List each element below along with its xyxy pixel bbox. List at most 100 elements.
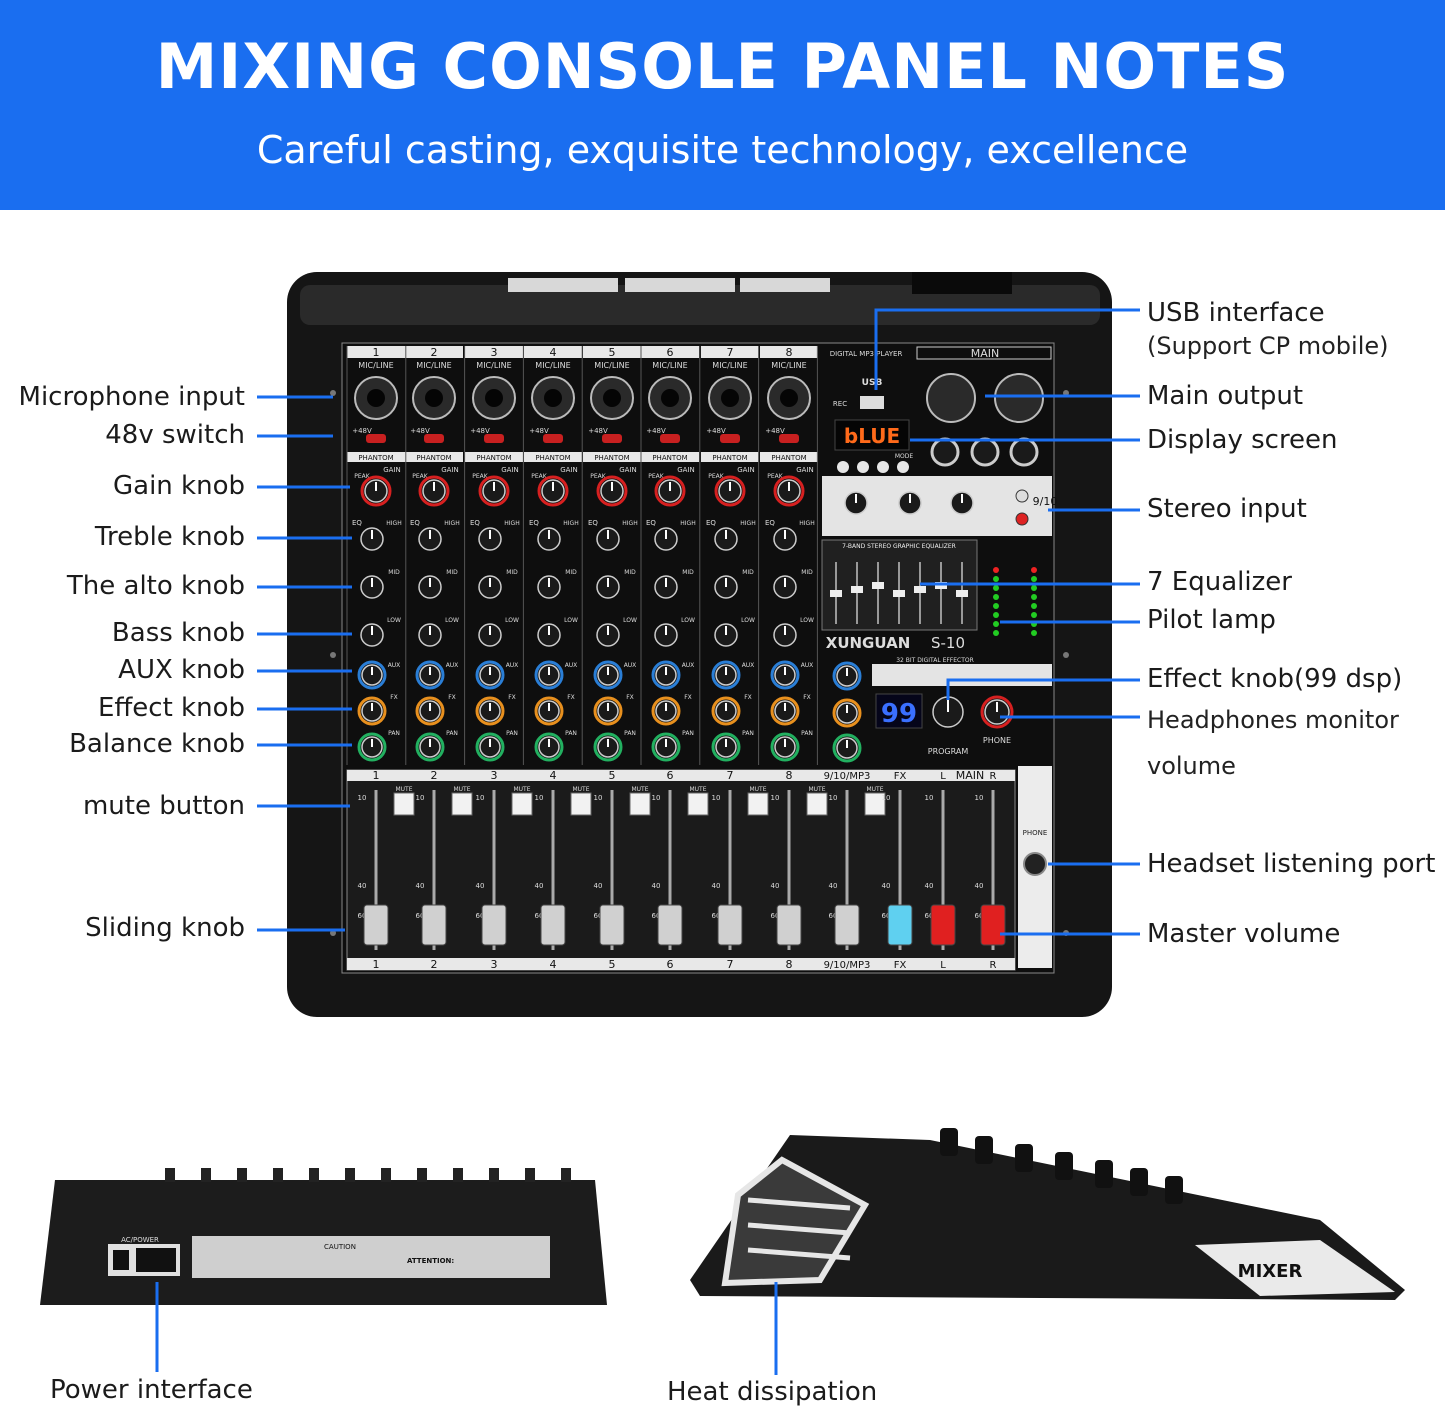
- gain-knob-ring: [478, 475, 510, 507]
- eq-label: EQ: [706, 519, 716, 527]
- high-label: HIGH: [504, 520, 519, 527]
- fx-master-knob-ring: [832, 698, 862, 728]
- fader-scale-60: 60: [594, 912, 603, 920]
- gain-label: GAIN: [796, 466, 814, 474]
- fader-footer-strip: [347, 958, 1015, 970]
- fx-knob-ring: [711, 696, 741, 726]
- fader-scale-40: 40: [771, 882, 780, 890]
- aux-knob-ring: [415, 660, 445, 690]
- jack-hole: [721, 389, 739, 407]
- mid-label: MID: [801, 569, 813, 576]
- fx-knob-ring: [357, 696, 387, 726]
- channel-input-label: MIC/LINE: [771, 361, 806, 370]
- channel-header: [524, 346, 582, 358]
- player-button: [837, 461, 849, 473]
- label-effect-knob: Effect knob: [97, 693, 245, 723]
- pilot-lamp: [993, 585, 999, 591]
- gain-knob-ring: [596, 475, 628, 507]
- fader-bottom-label: 8: [786, 958, 793, 971]
- low-label: LOW: [800, 617, 814, 624]
- mute-label: MUTE: [808, 786, 825, 793]
- label-48v: +48V: [706, 427, 726, 435]
- switch-48v: [602, 434, 622, 443]
- player-button: [897, 461, 909, 473]
- phantom-label: PHANTOM: [476, 454, 511, 462]
- gain-label: GAIN: [383, 466, 401, 474]
- channel-number: 1: [373, 346, 380, 359]
- effector-label: 32 BIT DIGITAL EFFECTOR: [896, 657, 974, 664]
- fx-knob-ring: [651, 696, 681, 726]
- fader-scale-10: 10: [771, 794, 780, 802]
- rear-power-socket: [912, 272, 1012, 294]
- rear-power-switch: [113, 1250, 129, 1270]
- eq-slider-cap: [893, 590, 905, 597]
- fader-scale-10: 10: [594, 794, 603, 802]
- screw: [330, 652, 336, 658]
- phantom-strip: [465, 452, 523, 462]
- fader-scale-10: 10: [476, 794, 485, 802]
- fader-cap: [887, 904, 913, 946]
- side-knob: [1165, 1176, 1183, 1204]
- fader-header-strip: [347, 770, 1015, 781]
- fader-cap: [481, 904, 507, 946]
- fader-scale-40: 40: [652, 882, 661, 890]
- phantom-strip: [760, 452, 818, 462]
- label-headset-port: Headset listening port: [1147, 849, 1436, 879]
- fader-scale-10: 10: [712, 794, 721, 802]
- fader-bottom-label: 5: [609, 958, 616, 971]
- fx-knob-ring: [534, 696, 564, 726]
- aux-label: AUX: [388, 662, 401, 669]
- label-balance-knob: Balance knob: [69, 729, 245, 759]
- pilot-lamp: [1031, 612, 1037, 618]
- channel-number: 2: [431, 346, 438, 359]
- peak-label: PEAK: [590, 473, 607, 480]
- gain-knob-ring: [418, 475, 450, 507]
- fader-top-label: 7: [727, 769, 734, 782]
- fader-scale-10: 10: [829, 794, 838, 802]
- aux-knob-ring: [357, 660, 387, 690]
- fader-cap: [363, 904, 389, 946]
- gain-label: GAIN: [737, 466, 755, 474]
- gain-label: GAIN: [560, 466, 578, 474]
- rear-knob-top: [165, 1168, 175, 1182]
- page-title: MIXING CONSOLE PANEL NOTES: [155, 30, 1290, 103]
- label-microphone-input: Microphone input: [18, 382, 245, 412]
- callout-effect: [946, 678, 1140, 700]
- gain-knob-ring: [537, 475, 569, 507]
- mute-button: [393, 792, 415, 816]
- pilot-lamp: [993, 576, 999, 582]
- pilot-lamp: [1031, 585, 1037, 591]
- fader-bottom-label: 7: [727, 958, 734, 971]
- fader-scale-60: 60: [476, 912, 485, 920]
- fx-knob-ring: [475, 696, 505, 726]
- rear-knob-top: [453, 1168, 463, 1182]
- fader-cap: [930, 904, 956, 946]
- switch-48v: [543, 434, 563, 443]
- fx-knob-ring: [770, 696, 800, 726]
- switch-48v: [424, 434, 444, 443]
- phantom-strip: [524, 452, 582, 462]
- mid-label: MID: [388, 569, 400, 576]
- aux-label: AUX: [682, 662, 695, 669]
- fader-scale-60: 60: [712, 912, 721, 920]
- low-label: LOW: [681, 617, 695, 624]
- label-48v: +48V: [410, 427, 430, 435]
- eq-label: EQ: [410, 519, 420, 527]
- channel-input-label: MIC/LINE: [416, 361, 451, 370]
- pilot-lamp: [1031, 576, 1037, 582]
- side-knob: [1015, 1144, 1033, 1172]
- pan-label: PAN: [682, 730, 694, 737]
- effect-list: [872, 664, 1052, 686]
- fader-cap: [776, 904, 802, 946]
- aux-knob-ring: [711, 660, 741, 690]
- eq-slider-cap: [956, 590, 968, 597]
- channel-input-label: MIC/LINE: [476, 361, 511, 370]
- model-name: S-10: [931, 634, 965, 652]
- label-48v: +48V: [352, 427, 372, 435]
- fader-cap: [657, 904, 683, 946]
- low-label: LOW: [445, 617, 459, 624]
- heat-vent-fin: [747, 1197, 851, 1211]
- line-output-jack: [970, 437, 1000, 467]
- fader-bottom-label: 1: [373, 958, 380, 971]
- mute-label: MUTE: [631, 786, 648, 793]
